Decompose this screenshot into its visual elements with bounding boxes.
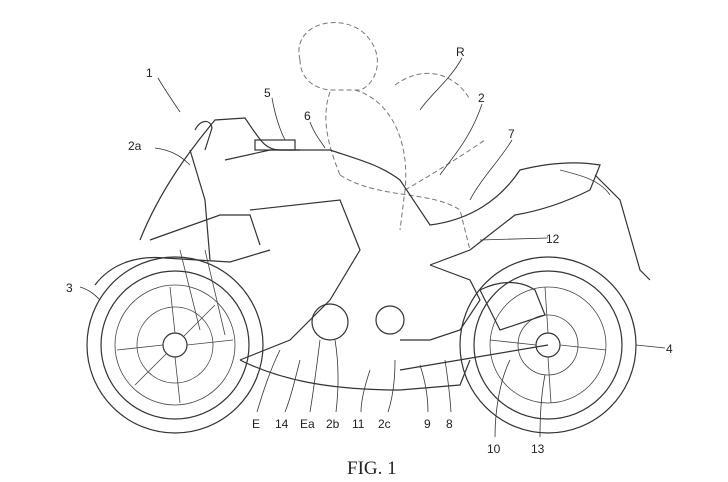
label-4: 4 <box>666 342 673 356</box>
rider-outline <box>298 22 486 251</box>
label-2: 2 <box>478 91 485 105</box>
label-2b: 2b <box>326 417 340 431</box>
label-9: 9 <box>424 417 431 431</box>
label-E: E <box>252 417 260 431</box>
motorcycle-body <box>94 117 651 391</box>
label-1: 1 <box>146 66 153 80</box>
label-11: 11 <box>352 417 365 431</box>
label-8: 8 <box>446 417 453 431</box>
label-10: 10 <box>487 442 501 456</box>
label-6: 6 <box>304 109 311 123</box>
label-2c: 2c <box>378 417 391 431</box>
label-14: 14 <box>275 417 289 431</box>
label-Ea: Ea <box>300 417 315 431</box>
label-13: 13 <box>531 442 545 456</box>
figure-caption: FIG. 1 <box>347 458 397 479</box>
label-5: 5 <box>264 86 271 100</box>
label-3: 3 <box>66 281 73 295</box>
label-R: R <box>456 45 465 59</box>
reference-labels: 1 R 5 6 2 7 2a 12 3 4 E 14 Ea 2b 11 2c 9… <box>66 45 673 479</box>
rear-wheel <box>459 256 637 434</box>
label-12: 12 <box>546 232 560 246</box>
label-7: 7 <box>508 127 515 141</box>
leader-lines <box>79 57 666 438</box>
label-2a: 2a <box>128 139 142 153</box>
front-wheel <box>86 256 264 434</box>
